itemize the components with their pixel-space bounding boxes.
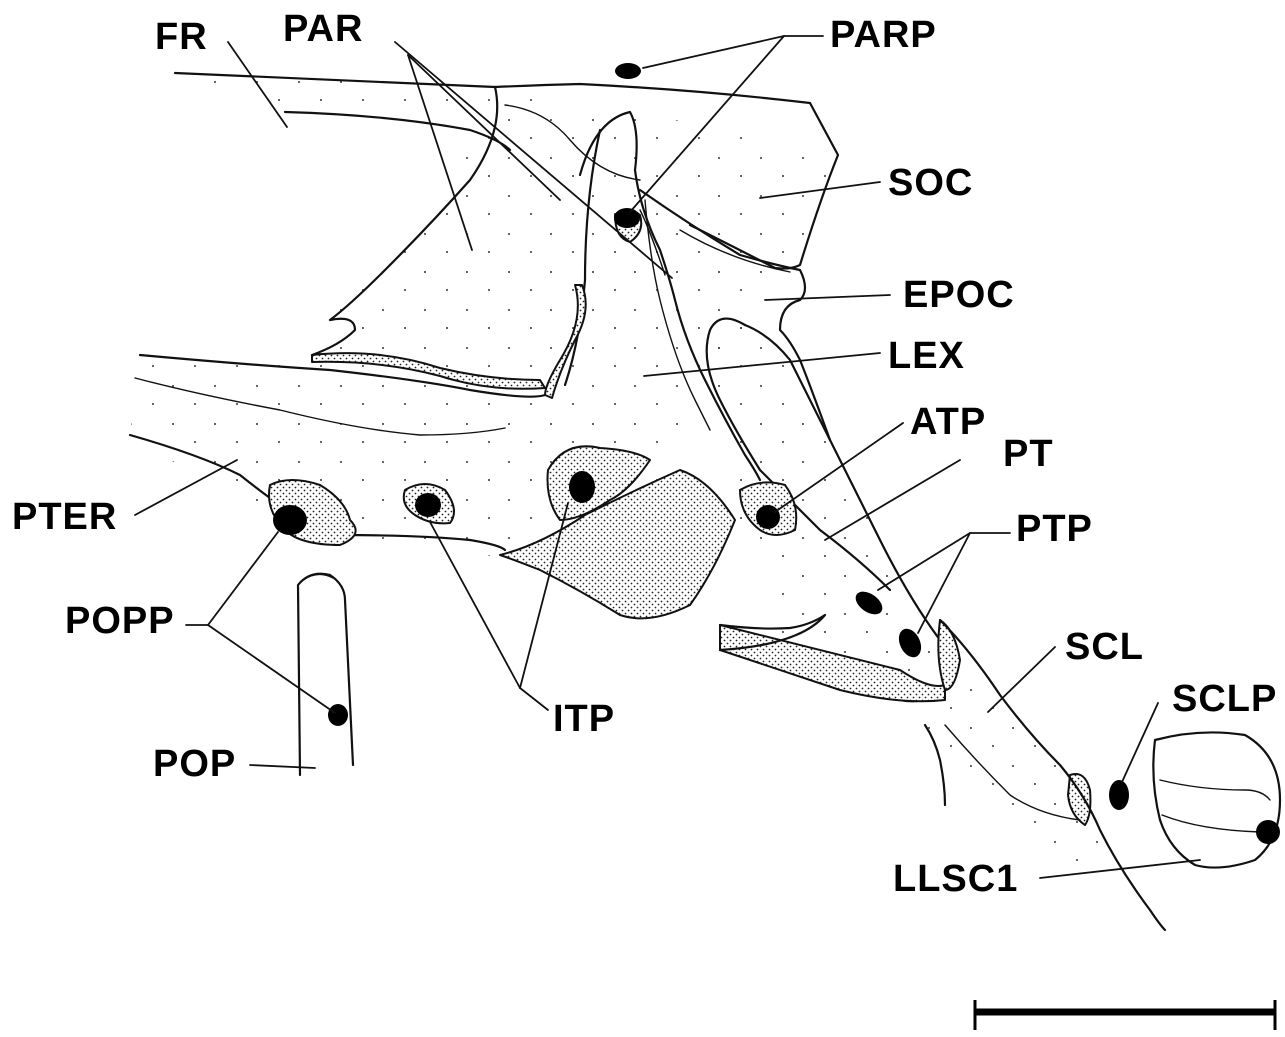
label-parp: PARP bbox=[830, 14, 937, 56]
atp-pore bbox=[756, 505, 780, 529]
supracleithrum-left bbox=[923, 723, 947, 807]
ptp-leader-1 bbox=[877, 532, 971, 591]
preopercle-top bbox=[302, 573, 334, 581]
itp-leader-2 bbox=[519, 502, 569, 689]
label-fr: FR bbox=[155, 16, 208, 58]
scale-bar bbox=[973, 1000, 1277, 1030]
label-soc: SOC bbox=[888, 162, 974, 204]
posttemporal-flange bbox=[718, 613, 827, 652]
frontal-parietal-fill bbox=[130, 73, 840, 560]
popp-leader-2 bbox=[207, 624, 336, 714]
lex-leader bbox=[643, 352, 881, 377]
soc-leader bbox=[759, 181, 881, 199]
lex-inner-line bbox=[644, 199, 711, 431]
pterotic-outline bbox=[138, 353, 547, 398]
lex-outline bbox=[578, 110, 762, 482]
preopercle-outline bbox=[296, 572, 355, 777]
llsc1-outline bbox=[1152, 731, 1282, 869]
epioccipital-inner bbox=[679, 229, 791, 273]
fr-leader bbox=[227, 41, 288, 128]
parp-pore-top bbox=[615, 63, 641, 79]
label-popp: POPP bbox=[65, 600, 175, 642]
par-leader-2 bbox=[394, 41, 673, 279]
pop-leader bbox=[249, 764, 316, 769]
parietal-inner-edge bbox=[504, 104, 641, 181]
scl-tip-stipple bbox=[937, 619, 961, 691]
pter-pore bbox=[273, 505, 307, 535]
llsc1-leader bbox=[1039, 859, 1201, 879]
ptp-stipple bbox=[719, 624, 946, 703]
label-par: PAR bbox=[283, 8, 364, 50]
sclp-pore bbox=[1109, 780, 1129, 810]
itp-leader-1 bbox=[429, 521, 521, 689]
pter-leader bbox=[134, 459, 238, 516]
sclp-leader bbox=[1121, 702, 1159, 783]
ptp-leader-2 bbox=[917, 532, 971, 634]
supracleithrum-fill bbox=[925, 620, 1120, 880]
itp-pore bbox=[569, 471, 595, 503]
lex-left-edge bbox=[563, 128, 602, 387]
par-leader-1 bbox=[407, 54, 473, 251]
label-epoc: EPOC bbox=[903, 274, 1015, 316]
llsc1-inner bbox=[1159, 779, 1271, 801]
parp-leader-2 bbox=[629, 35, 785, 213]
label-itp: ITP bbox=[553, 698, 616, 740]
llsc1-inner-2 bbox=[1161, 814, 1261, 833]
label-llsc1: LLSC1 bbox=[893, 858, 1019, 900]
scl-leader bbox=[987, 646, 1056, 713]
ptp-pore-1 bbox=[855, 591, 883, 615]
label-scl: SCL bbox=[1065, 626, 1144, 668]
posttemporal-loop bbox=[705, 317, 892, 592]
ptp-pore-2 bbox=[898, 628, 922, 658]
par-leader-3 bbox=[407, 54, 561, 201]
leader-lines bbox=[134, 35, 1201, 879]
parp-leader-1 bbox=[642, 35, 785, 69]
itp-stipple bbox=[546, 445, 651, 521]
label-ptp: PTP bbox=[1016, 508, 1093, 550]
posttemporal-fill bbox=[705, 320, 955, 705]
lateral-line-stipple bbox=[1067, 773, 1092, 826]
label-lex: LEX bbox=[888, 335, 965, 377]
pterotic-base bbox=[333, 533, 507, 552]
intercalar-plate bbox=[499, 469, 736, 620]
popp-pore bbox=[328, 704, 348, 726]
label-sclp: SCLP bbox=[1172, 678, 1278, 720]
itp-leader-h bbox=[519, 687, 549, 711]
itp-pore-2 bbox=[415, 493, 441, 517]
label-pt: PT bbox=[1003, 433, 1054, 475]
atp-leader bbox=[774, 422, 904, 513]
popp-leader-1 bbox=[207, 531, 279, 626]
parietal-suture bbox=[311, 352, 546, 390]
supracleithrum-inner bbox=[944, 724, 1081, 821]
label-atp: ATP bbox=[910, 401, 987, 443]
supracleithrum-outline bbox=[938, 618, 1167, 932]
lex-suture bbox=[544, 284, 587, 399]
epoc-leader bbox=[764, 294, 891, 301]
label-pter: PTER bbox=[12, 496, 118, 538]
label-pop: POP bbox=[153, 743, 237, 785]
parp-pore bbox=[614, 208, 640, 228]
lex-inner-line-2 bbox=[639, 209, 666, 276]
pt-leader bbox=[824, 459, 961, 541]
llsc1-pore bbox=[1256, 820, 1280, 844]
pterotic-ridge bbox=[134, 377, 506, 436]
frontal-outline bbox=[173, 71, 497, 89]
